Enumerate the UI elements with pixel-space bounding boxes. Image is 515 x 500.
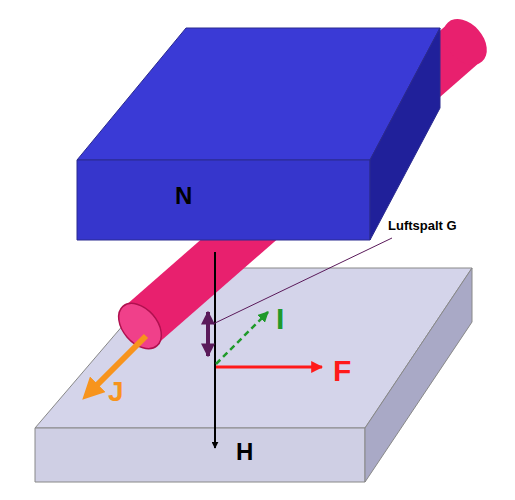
gap-label: Luftspalt G [388, 219, 457, 232]
rod-end-front [110, 295, 170, 357]
magnet-side [370, 28, 440, 240]
magnet-front [77, 160, 370, 240]
field-label: H [236, 440, 253, 464]
force-arrow [216, 366, 322, 369]
force-label: F [333, 356, 351, 386]
current-arrow [216, 312, 268, 364]
current-label: I [276, 304, 284, 334]
magnet-pole: N [77, 160, 370, 240]
gap-arrow [206, 312, 210, 356]
current-density-label: J [108, 378, 124, 406]
pole-letter: N [175, 184, 192, 208]
rod-end-back [434, 11, 495, 74]
slab-side [365, 268, 472, 482]
field-arrow [214, 252, 216, 448]
slab-front [35, 428, 365, 482]
leader-line [213, 238, 392, 324]
